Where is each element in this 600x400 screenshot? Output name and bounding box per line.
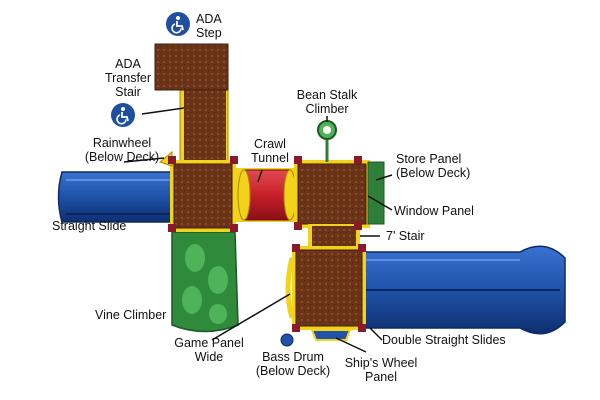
- left-deck: [170, 160, 236, 232]
- ships-wheel-panel-shape: [310, 329, 352, 341]
- ada-transfer-stair: [154, 43, 229, 169]
- leader-window-panel: [367, 195, 393, 211]
- leader-ships-wheel: [335, 337, 367, 353]
- label-crawl-tunnel: Crawl Tunnel: [251, 137, 289, 165]
- game-panel-wide-shape: [285, 257, 295, 319]
- label-window-panel: Window Panel: [394, 204, 474, 218]
- label-seven-foot-stair: 7' Stair: [386, 229, 425, 243]
- bass-drum-shape: [280, 333, 294, 347]
- deck-posts: [168, 156, 366, 332]
- wheelchair-accessibility-icon: [166, 12, 190, 36]
- leader-double-slides: [369, 327, 383, 341]
- right-deck: [294, 160, 385, 228]
- leader-rainwheel: [123, 157, 165, 163]
- leader-game-panel: [211, 293, 291, 341]
- leader-store-panel: [375, 174, 393, 181]
- label-rainwheel: Rainwheel (Below Deck): [84, 136, 160, 164]
- crawl-tunnel: [236, 168, 297, 222]
- straight-slide: [57, 171, 173, 223]
- bean-stalk-climber: [317, 120, 337, 162]
- label-vine-climber: Vine Climber: [95, 308, 167, 322]
- store-window-panel: [367, 161, 385, 225]
- label-game-panel-wide: Game Panel Wide: [174, 336, 244, 364]
- leader-ada-transfer-stair: [141, 107, 185, 115]
- label-store-panel: Store Panel (Below Deck): [396, 152, 471, 180]
- leader-lines: [123, 107, 393, 353]
- label-straight-slide: Straight Slide: [52, 219, 127, 233]
- label-double-straight-slides: Double Straight Slides: [382, 333, 506, 347]
- label-bean-stalk-climber: Bean Stalk Climber: [296, 88, 358, 116]
- label-bass-drum: Bass Drum (Below Deck): [255, 350, 331, 378]
- lower-deck: [280, 246, 366, 347]
- wheelchair-accessibility-icon: [111, 103, 135, 127]
- label-ships-wheel-panel: Ship's Wheel Panel: [344, 356, 418, 384]
- label-ada-step: ADA Step: [196, 12, 222, 40]
- ada-step-platform: [154, 43, 229, 91]
- double-straight-slides: [361, 245, 566, 335]
- label-ada-transfer-stair: ADA Transfer Stair: [104, 57, 152, 99]
- vine-climber: [171, 231, 239, 333]
- leader-crawl-tunnel: [257, 169, 263, 183]
